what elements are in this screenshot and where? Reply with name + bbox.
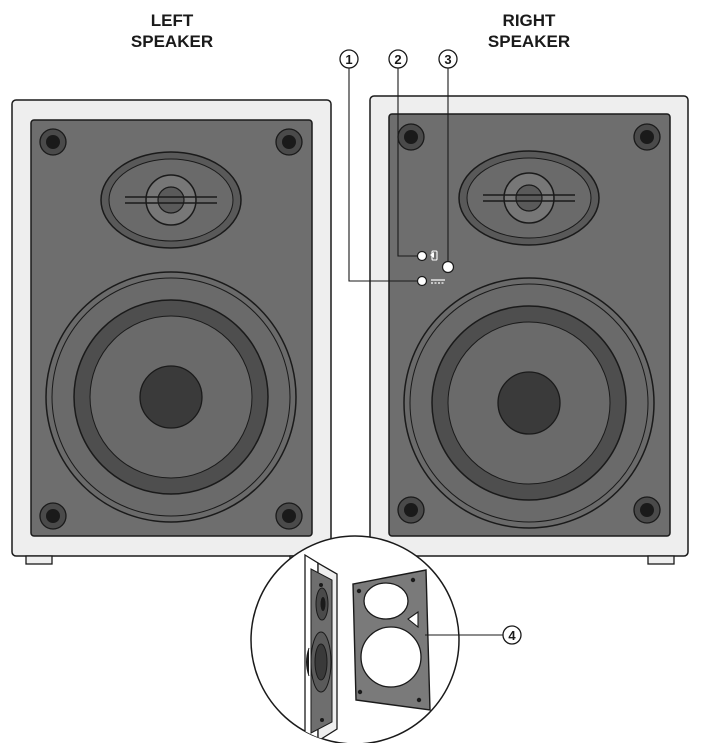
left-speaker-foot-left [25,555,53,565]
power-led-icon [416,275,445,287]
left-speaker-title-line1: LEFT [150,11,194,30]
left-speaker-title: LEFT SPEAKER [72,10,272,52]
screw-icon [275,128,303,156]
grille-detail-inset [250,535,460,743]
right-speaker-foot-right [647,555,675,565]
remote-sensor-icon [441,260,455,274]
callout-4-number: 4 [508,628,516,643]
callout-3-number: 3 [444,52,451,67]
callout-2: 2 [388,49,417,257]
left-speaker [11,99,332,565]
screw-icon [633,496,661,524]
callout-1-number: 1 [345,52,352,67]
screw-icon [397,496,425,524]
input-led-icon [416,250,438,262]
right-woofer [403,277,655,529]
right-speaker [369,95,689,565]
screw-icon [633,123,661,151]
right-speaker-title-line2: SPEAKER [487,32,571,51]
callout-3: 3 [438,49,458,261]
inset-grille-frame [352,569,431,711]
right-speaker-title-line1: RIGHT [502,11,556,30]
left-tweeter [100,151,242,249]
screw-icon [275,502,303,530]
inset-speaker-cabinet [304,553,338,743]
left-speaker-title-line2: SPEAKER [130,32,214,51]
right-tweeter [458,150,600,246]
callout-4: 4 [425,625,522,645]
callout-1: 1 [339,49,417,282]
screw-icon [39,128,67,156]
callout-2-number: 2 [394,52,401,67]
screw-icon [397,123,425,151]
left-woofer [45,271,297,523]
screw-icon [39,502,67,530]
right-speaker-title: RIGHT SPEAKER [429,10,629,52]
